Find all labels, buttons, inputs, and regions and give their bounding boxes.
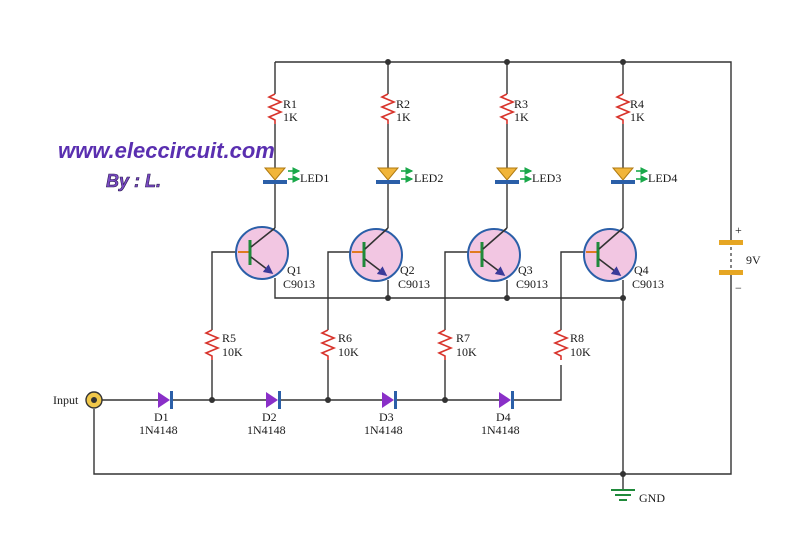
r4-ref: R4 <box>630 97 644 111</box>
d2-part: 1N4148 <box>247 423 286 437</box>
r4-value: 1K <box>630 110 645 124</box>
transistor-q4 <box>583 227 637 282</box>
q1-part: C9013 <box>283 277 315 291</box>
q2-part: C9013 <box>398 277 430 291</box>
r1-ref: R1 <box>283 97 297 111</box>
r3-ref: R3 <box>514 97 528 111</box>
d1-ref: D1 <box>154 410 169 424</box>
transistor-q3 <box>467 227 521 282</box>
site-url: www.eleccircuit.com <box>58 138 275 163</box>
d1-part: 1N4148 <box>139 423 178 437</box>
diode-d3 <box>382 391 397 409</box>
diode-d1 <box>158 391 173 409</box>
r1-value: 1K <box>283 110 298 124</box>
r2-value: 1K <box>396 110 411 124</box>
q4-ref: Q4 <box>634 263 649 277</box>
led3-label: LED3 <box>532 171 561 185</box>
r6-value: 10K <box>338 345 359 359</box>
led-1 <box>263 167 301 184</box>
battery-icon <box>719 240 743 275</box>
d4-part: 1N4148 <box>481 423 520 437</box>
d3-part: 1N4148 <box>364 423 403 437</box>
r7-value: 10K <box>456 345 477 359</box>
led-4 <box>611 167 649 184</box>
base-resistors <box>203 329 570 360</box>
junctions <box>209 59 626 477</box>
led4-label: LED4 <box>648 171 677 185</box>
led-3 <box>495 167 533 184</box>
diode-d4 <box>499 391 514 409</box>
q3-ref: Q3 <box>518 263 533 277</box>
r8-value: 10K <box>570 345 591 359</box>
r7-ref: R7 <box>456 331 470 345</box>
r3-value: 1K <box>514 110 529 124</box>
d4-ref: D4 <box>496 410 511 424</box>
r6-ref: R6 <box>338 331 352 345</box>
author-credit: By : L. <box>106 171 161 191</box>
q2-ref: Q2 <box>400 263 415 277</box>
input-label: Input <box>53 393 79 407</box>
battery-plus: + <box>735 223 742 237</box>
led1-label: LED1 <box>300 171 329 185</box>
input-jack-icon <box>85 391 103 409</box>
led-2 <box>376 167 414 184</box>
r8-ref: R8 <box>570 331 584 345</box>
wiring <box>93 61 732 490</box>
q3-part: C9013 <box>516 277 548 291</box>
diode-d2 <box>266 391 281 409</box>
transistor-q1 <box>235 226 289 280</box>
ground-label: GND <box>639 491 665 505</box>
battery-voltage: 9V <box>746 253 761 267</box>
ground-icon <box>611 489 635 501</box>
q1-ref: Q1 <box>287 263 302 277</box>
led2-label: LED2 <box>414 171 443 185</box>
q4-part: C9013 <box>632 277 664 291</box>
r2-ref: R2 <box>396 97 410 111</box>
transistor-q2 <box>349 227 403 282</box>
collector-resistors <box>266 93 632 124</box>
battery-minus: − <box>735 281 742 295</box>
d3-ref: D3 <box>379 410 394 424</box>
r5-ref: R5 <box>222 331 236 345</box>
d2-ref: D2 <box>262 410 277 424</box>
r5-value: 10K <box>222 345 243 359</box>
